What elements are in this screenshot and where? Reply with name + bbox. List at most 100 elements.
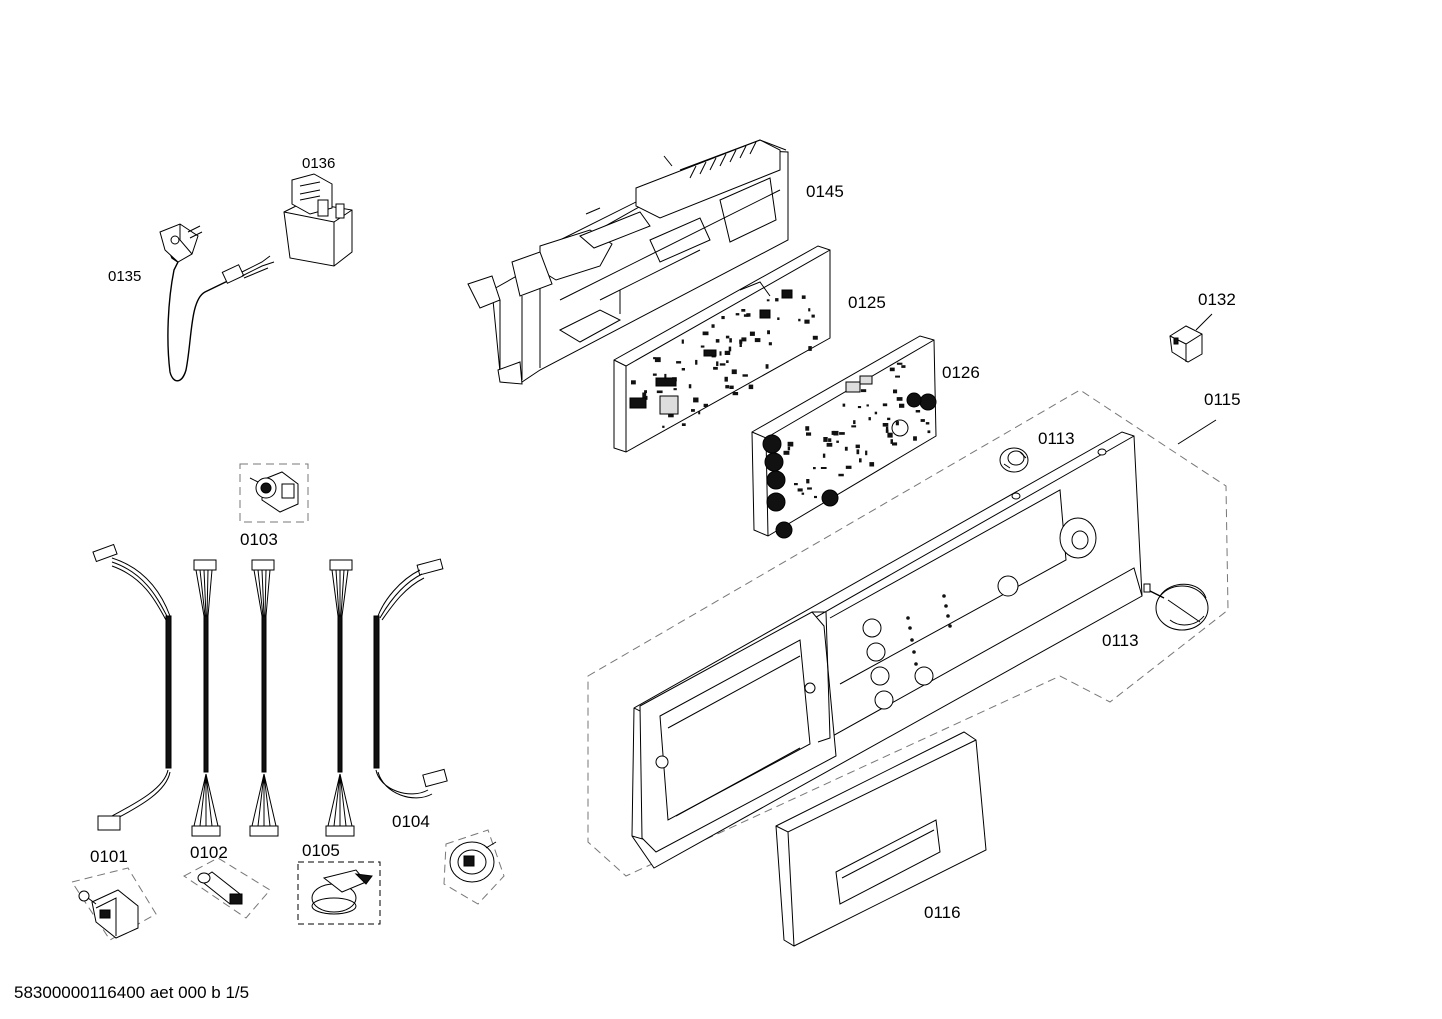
pcb-component: [814, 495, 817, 499]
pcb-component: [812, 335, 818, 340]
pcb-component: [885, 429, 889, 433]
knob-cap-part-0113-upper[interactable]: [999, 447, 1029, 473]
pcb-component: [668, 414, 674, 418]
clip-part-0132[interactable]: [1169, 313, 1213, 363]
pcb-component: [681, 423, 686, 426]
label-0126: 0126: [942, 363, 980, 382]
wire-harness-0102[interactable]: [191, 559, 221, 837]
pcb-component: [777, 317, 780, 320]
pcb-component: [895, 375, 900, 378]
pcb-component: [681, 368, 685, 371]
pcb-component: [851, 425, 857, 428]
valve-part-left[interactable]: [71, 867, 157, 941]
pcb-component: [811, 314, 815, 318]
pcb-component: [732, 392, 739, 396]
pcb-component: [765, 364, 769, 369]
pcb-component: [833, 430, 839, 436]
pcb-component: [856, 449, 860, 455]
indicator-led: [914, 662, 918, 666]
indicator-led: [944, 604, 948, 608]
pcb-component: [865, 450, 868, 456]
label-0132: 0132: [1198, 290, 1236, 309]
display-board-part-0126[interactable]: [751, 335, 937, 539]
label-0116: 0116: [924, 903, 961, 922]
sensor-part-bottom[interactable]: [183, 857, 271, 919]
pcb-component: [822, 453, 826, 458]
pcb-component: [711, 324, 715, 328]
pcb-component: [654, 357, 661, 363]
pcb-component: [896, 362, 903, 365]
pcb-component: [741, 309, 746, 312]
program-knob-part-0113-lower[interactable]: [1143, 583, 1209, 631]
pcb-component: [767, 330, 770, 335]
pcb-component: [892, 442, 898, 446]
pcb-component: [766, 299, 770, 302]
pcb-component: [913, 436, 917, 441]
pcb-component: [691, 409, 695, 412]
pcb-component: [715, 339, 720, 343]
wire-harness-0101[interactable]: [92, 543, 172, 831]
pcb-component: [801, 492, 805, 495]
sensor-part-0103[interactable]: [239, 463, 309, 523]
pcb-component: [729, 385, 734, 389]
pressure-switch-part-right[interactable]: [443, 829, 505, 905]
label-0103: 0103: [240, 530, 278, 549]
pcb-component: [775, 298, 779, 302]
pcb-component: [698, 411, 701, 415]
pcb-component: [868, 417, 871, 421]
pcb-component: [869, 462, 875, 467]
pcb-component: [719, 351, 722, 356]
front-panel-part-0115[interactable]: [587, 389, 1229, 877]
pcb-component: [823, 437, 828, 442]
pcb-component: [804, 319, 810, 324]
drawing-reference: 58300000116400 aet 000 b 1/5: [14, 983, 249, 1002]
pcb-component: [695, 359, 698, 365]
wire-harness-0105[interactable]: [325, 559, 355, 837]
indicator-led: [906, 616, 910, 620]
pcb-component: [688, 384, 692, 389]
control-board-part-0125[interactable]: [613, 245, 831, 453]
pcb-component: [826, 442, 833, 447]
pcb-component: [805, 426, 810, 431]
pcb-component: [719, 363, 726, 366]
pcb-component: [797, 488, 803, 492]
pcb-component: [893, 389, 898, 394]
pcb-component: [787, 446, 791, 451]
electronics-housing-part-0145[interactable]: [467, 139, 789, 385]
pcb-component: [798, 318, 801, 322]
indicator-led: [908, 626, 912, 630]
indicator-led: [946, 614, 950, 618]
pressure-switch-part-0105[interactable]: [297, 861, 381, 925]
pcb-component: [831, 430, 835, 435]
pcb-component: [653, 357, 656, 360]
pcb-component: [807, 487, 812, 490]
wire-harness-0104[interactable]: [373, 558, 448, 799]
pcb-component: [676, 361, 682, 364]
pcb-component: [642, 392, 647, 398]
pcb-component: [808, 308, 811, 312]
power-cord-part-0135[interactable]: [159, 223, 275, 382]
pcb-component: [749, 331, 755, 336]
pcb-component: [644, 390, 647, 394]
pcb-component: [839, 432, 845, 435]
pcb-component: [874, 411, 878, 415]
label-0125: 0125: [848, 293, 886, 312]
wire-harness-center[interactable]: [249, 559, 279, 837]
pcb-component: [673, 388, 677, 391]
label-0104: 0104: [392, 812, 430, 831]
pcb-component: [882, 403, 888, 407]
pcb-component: [882, 423, 889, 427]
detergent-drawer-handle-part-0116[interactable]: [775, 731, 987, 947]
pcb-component: [887, 432, 893, 438]
pcb-component: [842, 403, 846, 407]
pcb-component: [741, 337, 747, 342]
indicator-led: [948, 624, 952, 628]
pcb-component: [896, 397, 903, 401]
pcb-component: [662, 425, 665, 428]
pcb-component: [838, 473, 844, 477]
interference-filter-part-0136[interactable]: [283, 173, 353, 267]
pcb-component: [724, 376, 728, 382]
label-0105: 0105: [302, 841, 340, 860]
pcb-component: [693, 397, 699, 403]
label-0113-upper: 0113: [1038, 429, 1075, 448]
